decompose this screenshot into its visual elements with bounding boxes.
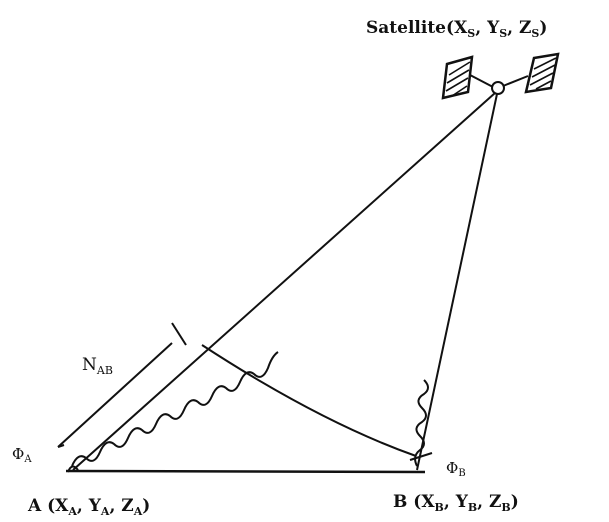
point-a-label: A (XA, YA, ZA) — [27, 496, 150, 518]
right-solar-panel-icon — [524, 52, 560, 94]
ambiguity-bracket — [57, 342, 173, 448]
phase-arc — [201, 344, 417, 457]
phase-a-label: ΦA — [12, 445, 32, 465]
ambiguity-bracket-end — [57, 444, 65, 448]
baseline-ab — [65, 469, 426, 474]
left-solar-panel-icon — [441, 55, 474, 100]
point-b-label: B (XB, YB, ZB) — [393, 492, 519, 514]
carrier-wave-b — [414, 379, 429, 467]
signal-line-a — [72, 92, 496, 471]
phase-b-label: ΦB — [446, 459, 466, 479]
signal-line-b — [416, 93, 498, 471]
ambiguity-bracket-tick — [171, 322, 187, 346]
satellite-label: Satellite(XS, YS, ZS) — [366, 18, 547, 40]
satellite-icon — [441, 52, 560, 100]
ambiguity-label: NAB — [82, 355, 113, 377]
phase-b-tick — [409, 452, 433, 461]
receiver-a-marker — [67, 465, 79, 473]
